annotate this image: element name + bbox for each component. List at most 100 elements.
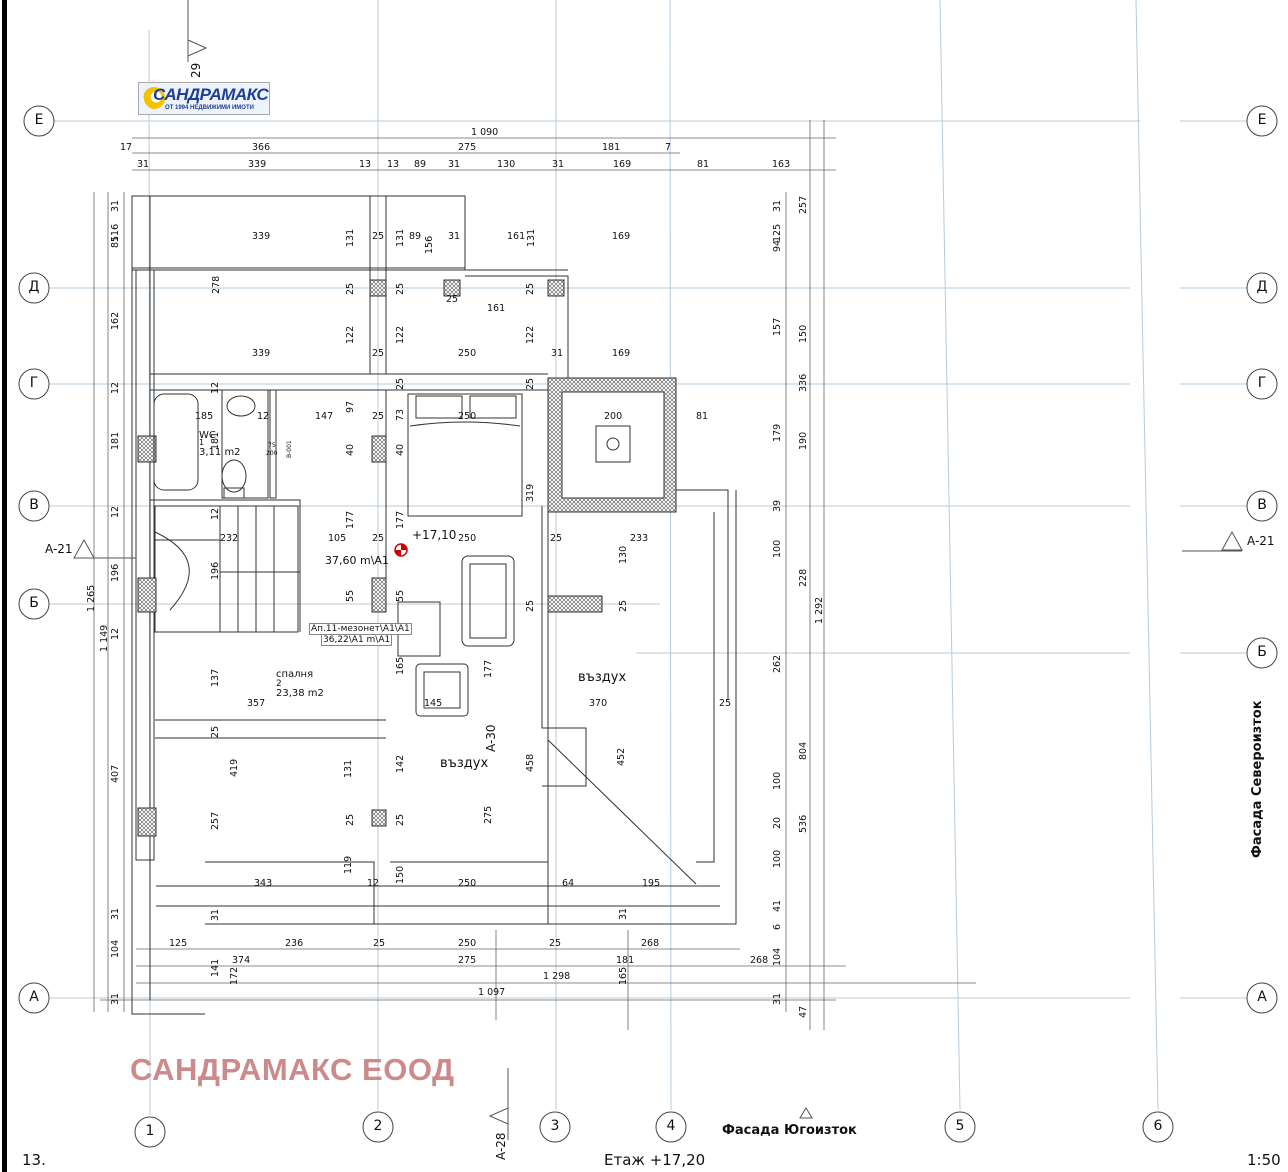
dimension-label: 177	[395, 510, 406, 529]
dimension-label: 12	[210, 507, 221, 520]
dimension-label: 104	[772, 947, 783, 966]
room-void-label: въздух	[440, 756, 489, 771]
dimension-label: 1 298	[543, 971, 571, 982]
dimension-label: 100	[772, 849, 783, 868]
dimension-label: 25	[373, 938, 386, 949]
dimension-label: 407	[110, 764, 121, 783]
dimension-label: 163	[772, 159, 791, 170]
dimension-label: 12	[210, 381, 221, 394]
axis-column-label: 4	[666, 1118, 676, 1134]
dimension-label: 357	[247, 698, 266, 709]
dimension-label: 1 292	[814, 596, 825, 624]
axis-row-label: Е	[34, 112, 44, 128]
dimension-label: 179	[772, 423, 783, 442]
dimension-label: 25	[372, 348, 385, 359]
dimension-label: 169	[612, 348, 631, 359]
dimension-label: 804	[798, 741, 809, 760]
dimension-label: 172	[229, 966, 240, 985]
dimension-label: 275	[483, 805, 494, 824]
dimension-label: 12	[257, 411, 270, 422]
dimension-label: 190	[798, 431, 809, 450]
dimension-label: 31	[618, 907, 629, 920]
dimension-label: 319	[525, 483, 536, 502]
axis-row-label: Г	[1257, 375, 1267, 391]
dimension-label: 25	[618, 599, 629, 612]
dimension-label: 25	[525, 599, 536, 612]
dimension-label: 41	[772, 899, 783, 912]
level-marker-symbol	[394, 543, 408, 557]
room-wc-name: WC	[199, 430, 216, 441]
window-tag: В-001	[286, 440, 293, 458]
dimension-label: 105	[328, 533, 347, 544]
dimension-label: 458	[525, 753, 536, 772]
dimension-label: 81	[697, 159, 710, 170]
dimension-label: 343	[254, 878, 273, 889]
dimension-label: 94	[772, 239, 783, 252]
dimension-label: 196	[110, 563, 121, 582]
axis-row-label: А	[29, 989, 39, 1005]
dimension-label: 370	[589, 698, 608, 709]
window-tag: 75	[268, 442, 276, 449]
dimension-label: 232	[220, 533, 239, 544]
facade-southeast-label: Фасада Югоизток	[722, 1123, 857, 1138]
axis-row-label: Б	[1257, 644, 1267, 660]
section-mark-a21-right: A-21	[1247, 534, 1275, 548]
axis-bubbles	[18, 105, 1278, 1148]
dimension-label: 141	[210, 958, 221, 977]
dimension-label: 25	[549, 938, 562, 949]
dimension-label: 196	[210, 561, 221, 580]
level-marker: +17,10	[412, 528, 457, 542]
axis-row-label: Д	[1256, 279, 1268, 295]
dimension-label: 100	[772, 539, 783, 558]
dimension-label: 55	[395, 589, 406, 602]
dimension-label: 31	[110, 199, 121, 212]
dimension-label: 268	[750, 955, 769, 966]
dimension-label: 40	[345, 443, 356, 456]
room-bedroom-name: спалня	[276, 669, 314, 680]
dimension-label: 200	[604, 411, 623, 422]
dimension-label: 25	[719, 698, 732, 709]
dimension-label: 181	[616, 955, 635, 966]
dimension-label: 131	[343, 759, 354, 778]
company-logo: САНДРАМАКС ОТ 1994 НЕДВИЖИМИ ИМОТИ	[138, 82, 270, 115]
dimension-label: 147	[315, 411, 334, 422]
dimension-label: 25	[372, 533, 385, 544]
floor-level-title: Етаж +17,20	[604, 1151, 706, 1169]
section-mark-29: 29	[189, 62, 203, 78]
dimension-label: 250	[458, 533, 477, 544]
dimension-label: 17	[120, 142, 133, 153]
hatched-structure	[137, 279, 677, 837]
room-bedroom-number: 2	[276, 679, 282, 689]
dimension-label: 250	[458, 348, 477, 359]
dimension-lines	[93, 120, 976, 1030]
logo-swoosh-icon	[143, 87, 165, 109]
axis-row-label: В	[1257, 497, 1267, 513]
facade-northeast-label: Фасада Североизток	[1250, 700, 1265, 858]
dimension-label: 122	[395, 325, 406, 344]
company-watermark: САНДРАМАКС ЕООД	[130, 1052, 455, 1087]
dimension-label: 161	[507, 231, 526, 242]
dimension-label: 336	[798, 373, 809, 392]
dimension-label: 1 090	[471, 127, 499, 138]
dimension-label: 31	[137, 159, 150, 170]
dimension-label: 250	[458, 938, 477, 949]
dimension-label: 31	[772, 199, 783, 212]
dimension-label: 25	[446, 294, 459, 305]
dimension-label: 130	[618, 545, 629, 564]
dimension-label: 262	[772, 654, 783, 673]
dimension-label: 25	[395, 282, 406, 295]
furniture	[153, 393, 523, 717]
dimension-label: 40	[395, 443, 406, 456]
dimension-label: 25	[395, 377, 406, 390]
dimension-label: 177	[483, 659, 494, 678]
dimension-label: 228	[798, 568, 809, 587]
axis-row-label: А	[1257, 989, 1267, 1005]
dimension-label: 419	[229, 758, 240, 777]
dimension-label: 145	[424, 698, 443, 709]
axis-row-label: В	[29, 497, 39, 513]
logo-tagline: ОТ 1994 НЕДВИЖИМИ ИМОТИ	[165, 105, 254, 111]
dimension-label: 257	[798, 195, 809, 214]
room-void-label: въздух	[578, 670, 627, 685]
dimension-label: 13	[387, 159, 400, 170]
